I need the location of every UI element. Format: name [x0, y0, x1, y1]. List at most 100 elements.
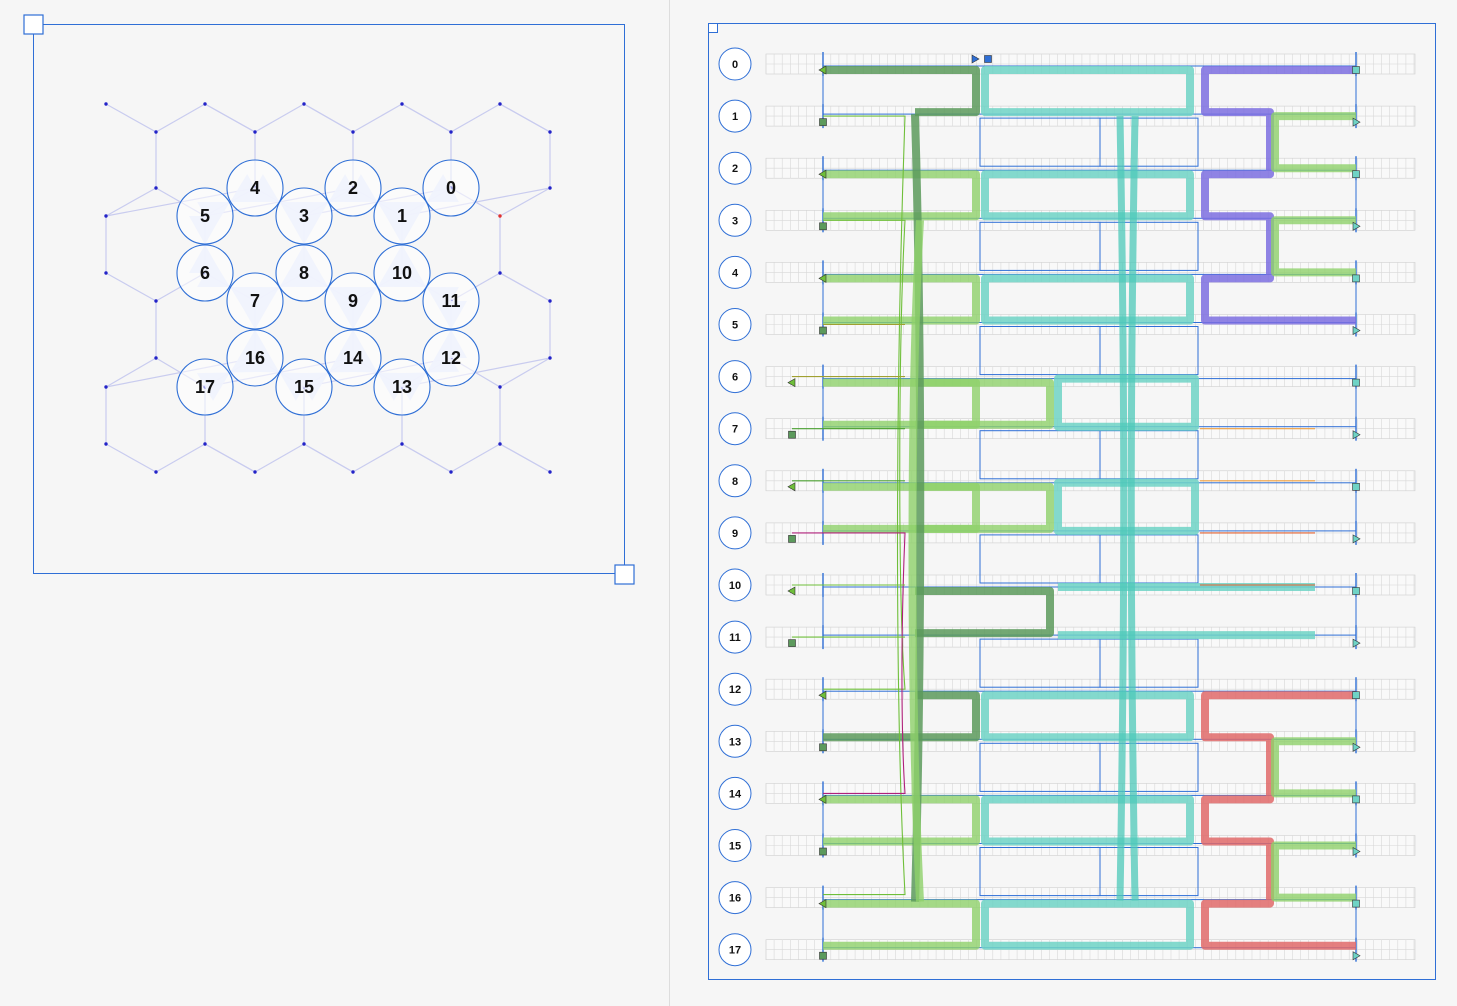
path-purple [1201, 66, 1356, 325]
qubit-node[interactable]: 6 [176, 244, 234, 302]
thin-signal [792, 532, 906, 794]
chip-selection-frame[interactable] [33, 24, 625, 574]
row-label[interactable]: 9 [718, 516, 752, 550]
row-label[interactable]: 12 [718, 672, 752, 706]
row-label[interactable]: 13 [718, 724, 752, 758]
row-label[interactable]: 15 [718, 829, 752, 862]
row-marker-square [1352, 274, 1360, 283]
row-marker-triangle [818, 169, 827, 179]
row-label[interactable]: 16 [718, 881, 752, 915]
row-label[interactable]: 3 [718, 203, 752, 237]
qubit-label: 13 [392, 377, 412, 397]
row-marker-square [819, 326, 827, 335]
qubit-circle[interactable] [324, 159, 382, 217]
thin-signal [823, 219, 906, 690]
qubit-circle[interactable] [226, 329, 284, 387]
row-label-text: 17 [729, 945, 741, 957]
row-label-text: 13 [729, 736, 741, 748]
qubit-label: 17 [195, 377, 215, 397]
qubit-node[interactable]: 16 [226, 329, 284, 387]
row-label[interactable]: 1 [718, 99, 752, 133]
qubit-circle[interactable] [373, 187, 431, 245]
row-marker-square [1352, 899, 1360, 908]
qubit-circle[interactable] [176, 244, 234, 302]
path-dark-green-mid [915, 587, 1054, 638]
qubit-node[interactable]: 12 [422, 329, 480, 387]
qubit-node[interactable]: 15 [275, 358, 333, 416]
row-label[interactable]: 11 [718, 620, 752, 654]
qubit-label: 1 [397, 206, 407, 226]
row-marker-triangle [818, 690, 827, 700]
row-label[interactable]: 4 [718, 255, 752, 289]
qubit-circle[interactable] [373, 358, 431, 416]
qubit-circle[interactable] [226, 272, 284, 330]
row-label[interactable]: 14 [718, 776, 752, 810]
qubit-node[interactable]: 8 [275, 244, 333, 302]
path-teal-cross [1116, 116, 1139, 901]
qubit-label: 10 [392, 263, 412, 283]
qubit-circle[interactable] [275, 358, 333, 416]
qubit-node[interactable]: 9 [324, 272, 382, 330]
qubit-node[interactable]: 2 [324, 159, 382, 217]
qubit-node[interactable]: 11 [422, 272, 480, 330]
qubit-node[interactable]: 1 [373, 187, 431, 245]
row-label-text: 12 [729, 684, 741, 696]
qubit-node[interactable]: 3 [275, 187, 333, 245]
resize-handle-bottom-right[interactable] [614, 564, 635, 585]
gate-box [1099, 221, 1199, 271]
qubit-circle[interactable] [176, 187, 234, 245]
qubit-circle[interactable] [422, 272, 480, 330]
row-markers [787, 54, 1361, 961]
thin-signal [1200, 532, 1315, 586]
row-label[interactable]: 5 [718, 308, 752, 341]
row-marker-square [1352, 482, 1360, 491]
row-label[interactable]: 0 [718, 47, 752, 81]
qubit-node[interactable]: 13 [373, 358, 431, 416]
row-label[interactable]: 17 [718, 933, 752, 967]
row-label-text: 5 [732, 320, 738, 332]
qubit-circle[interactable] [324, 329, 382, 387]
timeline-frame [708, 23, 1436, 980]
qubit-circle[interactable] [373, 244, 431, 302]
path-teal-blocks [981, 66, 1194, 950]
row-marker-square [819, 222, 827, 231]
row-label[interactable]: 6 [718, 360, 752, 394]
row-marker-triangle [1352, 221, 1361, 231]
qubit-circle[interactable] [422, 329, 480, 387]
row-marker-triangle [1352, 117, 1361, 127]
qubit-label: 3 [299, 206, 309, 226]
timeline-corner-handle[interactable] [708, 23, 718, 33]
qubit-node[interactable]: 0 [422, 159, 480, 217]
row-marker-square [819, 118, 827, 126]
qubit-node[interactable]: 5 [176, 187, 234, 245]
row-marker-triangle [787, 378, 796, 388]
qubit-node[interactable]: 17 [176, 358, 234, 416]
row-marker-square [819, 847, 827, 856]
path-dark-green-top [823, 66, 980, 117]
resize-handle-top-left[interactable] [23, 14, 44, 35]
row-label[interactable]: 2 [718, 151, 752, 185]
qubit-node[interactable]: 14 [324, 329, 382, 387]
row-label[interactable]: 10 [718, 568, 752, 602]
row-label-text: 3 [732, 215, 738, 227]
qubit-label: 7 [250, 291, 260, 311]
row-label-text: 7 [732, 424, 738, 436]
row-marker-square [1352, 691, 1360, 700]
qubit-node[interactable]: 10 [373, 244, 431, 302]
qubit-node[interactable]: 7 [226, 272, 284, 330]
qubit-circle[interactable] [226, 159, 284, 217]
row-marker-triangle [818, 899, 827, 909]
row-label-text: 2 [732, 163, 738, 175]
qubit-circle[interactable] [275, 187, 333, 245]
qubit-circle[interactable] [275, 244, 333, 302]
gate-box [1099, 742, 1199, 792]
row-marker-triangle [1352, 325, 1361, 336]
qubit-circle[interactable] [324, 272, 382, 330]
row-label[interactable]: 8 [718, 464, 752, 498]
qubit-node[interactable]: 4 [226, 159, 284, 217]
qubit-circle[interactable] [176, 358, 234, 416]
qubit-circle[interactable] [422, 159, 480, 217]
row-label[interactable]: 7 [718, 412, 752, 446]
